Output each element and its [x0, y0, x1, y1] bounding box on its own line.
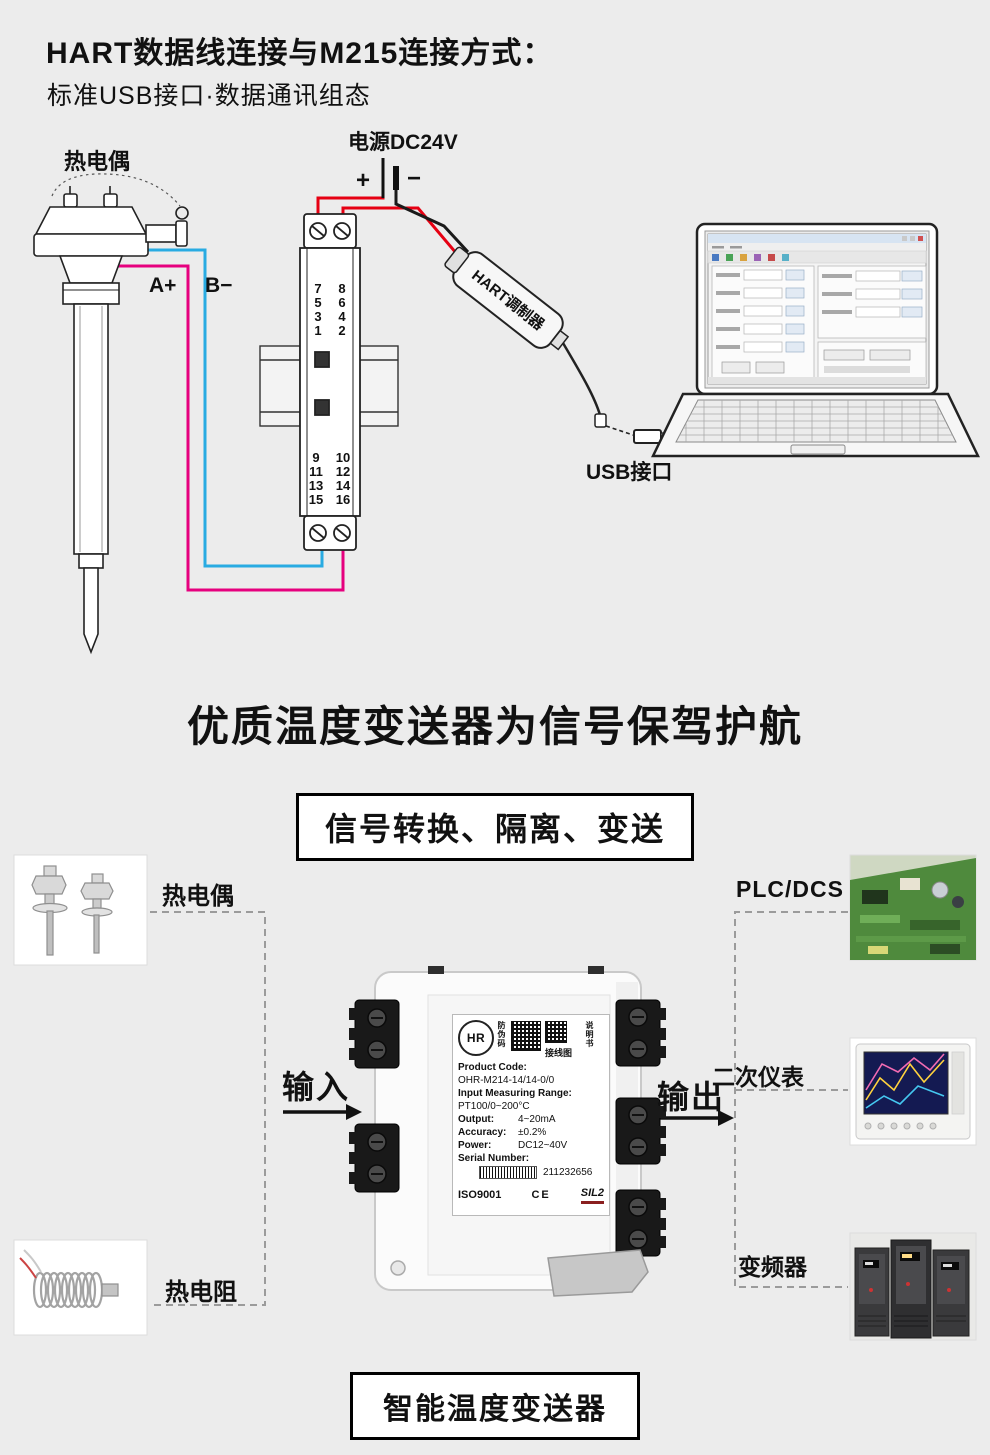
output-spec-value: 4~20mA — [518, 1114, 556, 1125]
svg-text:10: 10 — [336, 450, 350, 465]
serial-row: 211232656 — [479, 1166, 592, 1179]
cable-dashed-segment — [605, 425, 637, 437]
plc-photo — [850, 858, 976, 960]
svg-text:8: 8 — [338, 281, 345, 296]
card-thermocouple — [13, 854, 148, 966]
svg-text:15: 15 — [309, 492, 323, 507]
destination-label-plc-dcs: PLC/DCS — [736, 876, 844, 902]
terminal-b-label: B− — [205, 274, 233, 297]
card-plc — [849, 854, 977, 961]
terminal-connector-right-2 — [615, 1097, 666, 1165]
rtd-photo — [19, 1249, 119, 1309]
serial-label: Serial Number: — [458, 1153, 530, 1164]
antifake-label: 防伪码 — [497, 1021, 506, 1048]
iso-badge: ISO9001 — [458, 1189, 502, 1201]
power-spec: Power: DC12~40V — [458, 1139, 605, 1152]
brand-logo: HR — [458, 1020, 494, 1056]
wire-blue — [112, 248, 324, 568]
svg-text:7: 7 — [314, 281, 321, 296]
ce-mark: CE — [531, 1189, 551, 1201]
thermocouple-label: 热电偶 — [64, 149, 131, 174]
power-plus-label: + — [356, 167, 370, 194]
software-screenshot — [707, 233, 927, 385]
din-clip — [547, 1249, 649, 1297]
sil-badge: SIL2 — [580, 1187, 604, 1204]
svg-text:9: 9 — [312, 450, 319, 465]
svg-text:12: 12 — [336, 464, 350, 479]
card-recorder — [849, 1037, 977, 1146]
slogan-heading: 优质温度变送器为信号保驾护航 — [186, 703, 803, 750]
product-label-sticker: HR 防伪码 说明书 接线图 Product Code: OHR-M214-14… — [452, 1014, 610, 1216]
module-screw — [390, 1260, 406, 1276]
svg-text:3: 3 — [314, 309, 321, 324]
din-rail-module — [299, 213, 361, 551]
qr-code — [511, 1021, 541, 1051]
qr-code-small — [545, 1021, 567, 1043]
power-supply-label: 电源DC24V — [348, 131, 458, 154]
output-spec-label: Output: — [458, 1114, 495, 1125]
dashed-connectors — [150, 911, 848, 1306]
svg-text:1: 1 — [314, 323, 321, 338]
hart-cable — [561, 342, 602, 416]
touchpad — [790, 444, 846, 455]
svg-text:16: 16 — [336, 492, 350, 507]
recorder-photo — [855, 1043, 971, 1140]
accuracy-spec: Accuracy: ±0.2% — [458, 1126, 605, 1139]
terminal-connector-left-1 — [349, 999, 400, 1069]
power-spec-label: Power: — [458, 1140, 492, 1151]
input-arrow — [283, 1104, 362, 1120]
svg-text:6: 6 — [338, 295, 345, 310]
output-spec: Output: 4~20mA — [458, 1113, 605, 1126]
input-label: 输入 — [282, 1069, 351, 1105]
serial-value: 211232656 — [543, 1167, 593, 1178]
svg-text:13: 13 — [309, 478, 323, 493]
manual-label: 说明书 — [585, 1021, 594, 1048]
module-terminal-numbers-bottom: 9 10 11 12 13 14 15 16 — [309, 450, 351, 507]
terminal-connector-left-2 — [349, 1123, 400, 1193]
bottom-banner: 智能温度变送器 — [350, 1372, 640, 1440]
hart-modulator: HART调制器 — [444, 246, 570, 351]
accuracy-spec-value: ±0.2% — [518, 1127, 547, 1138]
wire-magenta — [90, 264, 345, 592]
source-label-rtd: 热电阻 — [165, 1279, 237, 1306]
wiring-diagram-label: 接线图 — [545, 1048, 573, 1058]
cable-connector — [594, 413, 607, 428]
certification-row: ISO9001 CE SIL2 — [458, 1187, 604, 1204]
page-subtitle: 标准USB接口·数据通讯组态 — [47, 82, 371, 110]
range-label: Input Measuring Range: — [458, 1088, 572, 1099]
svg-text:14: 14 — [336, 478, 351, 493]
svg-text:4: 4 — [338, 309, 346, 324]
thermocouple-illustration — [33, 173, 189, 655]
terminal-connector-right-3 — [615, 1189, 666, 1257]
power-spec-value: DC12~40V — [518, 1140, 568, 1151]
svg-text:11: 11 — [309, 464, 323, 479]
output-label: 输出 — [657, 1079, 726, 1115]
product-code-label: Product Code: — [458, 1062, 527, 1073]
feature-banner: 信号转换、隔离、变送 — [295, 793, 695, 861]
usb-port-label: USB接口 — [586, 461, 673, 484]
barcode — [479, 1166, 537, 1179]
vfd-photo — [854, 1239, 970, 1339]
output-arrow — [658, 1110, 734, 1126]
svg-text:5: 5 — [314, 295, 321, 310]
accuracy-spec-label: Accuracy: — [458, 1127, 507, 1138]
terminal-connector-right-1 — [615, 999, 666, 1067]
source-label-thermocouple: 热电偶 — [162, 883, 234, 910]
destination-label-secondary-meter: 二次仪表 — [712, 1064, 804, 1090]
card-vfd — [849, 1232, 977, 1341]
power-minus-label: − — [407, 165, 421, 192]
power-supply-symbol: + − — [356, 158, 421, 198]
terminal-a-label: A+ — [149, 274, 177, 297]
range-value: PT100/0~200°C — [458, 1101, 530, 1112]
product-code-value: OHR-M214-14/14-0/0 — [458, 1075, 555, 1086]
module-terminal-numbers-top: 7 8 5 6 3 4 1 2 — [314, 281, 346, 338]
card-rtd — [13, 1239, 148, 1336]
page-title: HART数据线连接与M215连接方式： — [46, 37, 554, 70]
thermocouple-photo — [31, 865, 114, 956]
svg-text:2: 2 — [338, 323, 345, 338]
laptop-illustration — [651, 222, 980, 458]
wire-black-to-hart — [394, 190, 470, 254]
destination-label-vfd: 变频器 — [738, 1254, 807, 1280]
